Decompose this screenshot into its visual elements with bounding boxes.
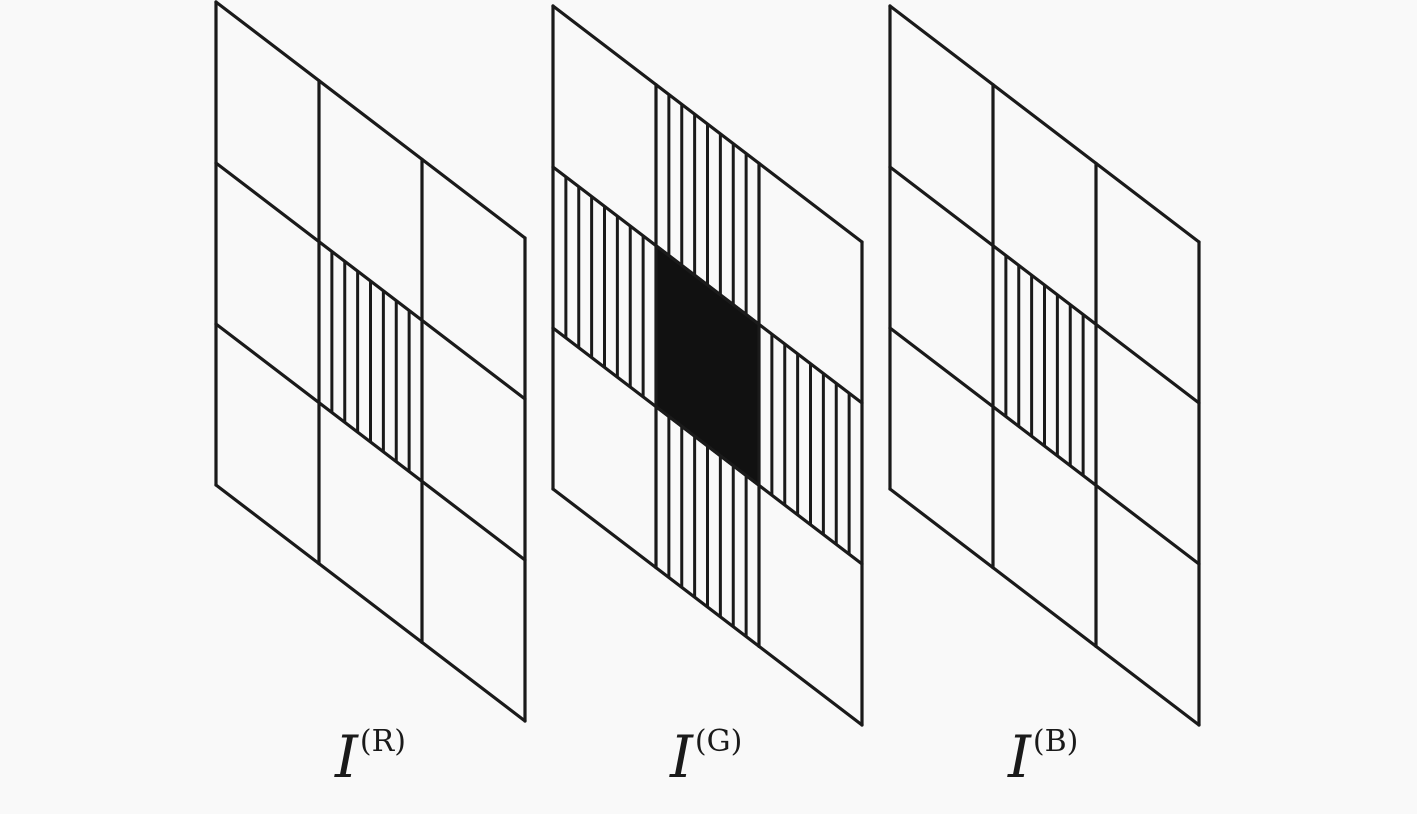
label-g-superscript: (G) (694, 724, 743, 759)
grid-slanted-g-1 (551, 165, 864, 405)
label-r-symbol: I (335, 723, 358, 791)
label-b-symbol: I (1008, 723, 1031, 791)
grid-slanted-r-0 (214, 0, 527, 240)
label-r-superscript: (R) (359, 724, 406, 759)
grid-slanted-b-0 (888, 4, 1201, 244)
label-r-channel: I(R) (335, 727, 406, 787)
label-b-superscript: (B) (1032, 724, 1079, 759)
grid-slanted-g-3 (551, 487, 864, 727)
label-g-symbol: I (670, 723, 693, 791)
panel-r (214, 0, 527, 723)
grid-slanted-r-3 (214, 483, 527, 723)
panel-g (551, 4, 864, 727)
grid-slanted-r-2 (214, 322, 527, 562)
grid-slanted-r-1 (214, 161, 527, 401)
grid-slanted-b-1 (888, 165, 1201, 405)
label-b-channel: I(B) (1008, 727, 1078, 787)
grid-slanted-g-0 (551, 4, 864, 244)
label-g-channel: I(G) (670, 727, 742, 787)
grid-slanted-b-3 (888, 487, 1201, 727)
grid-slanted-b-2 (888, 326, 1201, 566)
grid-slanted-g-2 (551, 326, 864, 566)
panel-b (888, 4, 1201, 727)
